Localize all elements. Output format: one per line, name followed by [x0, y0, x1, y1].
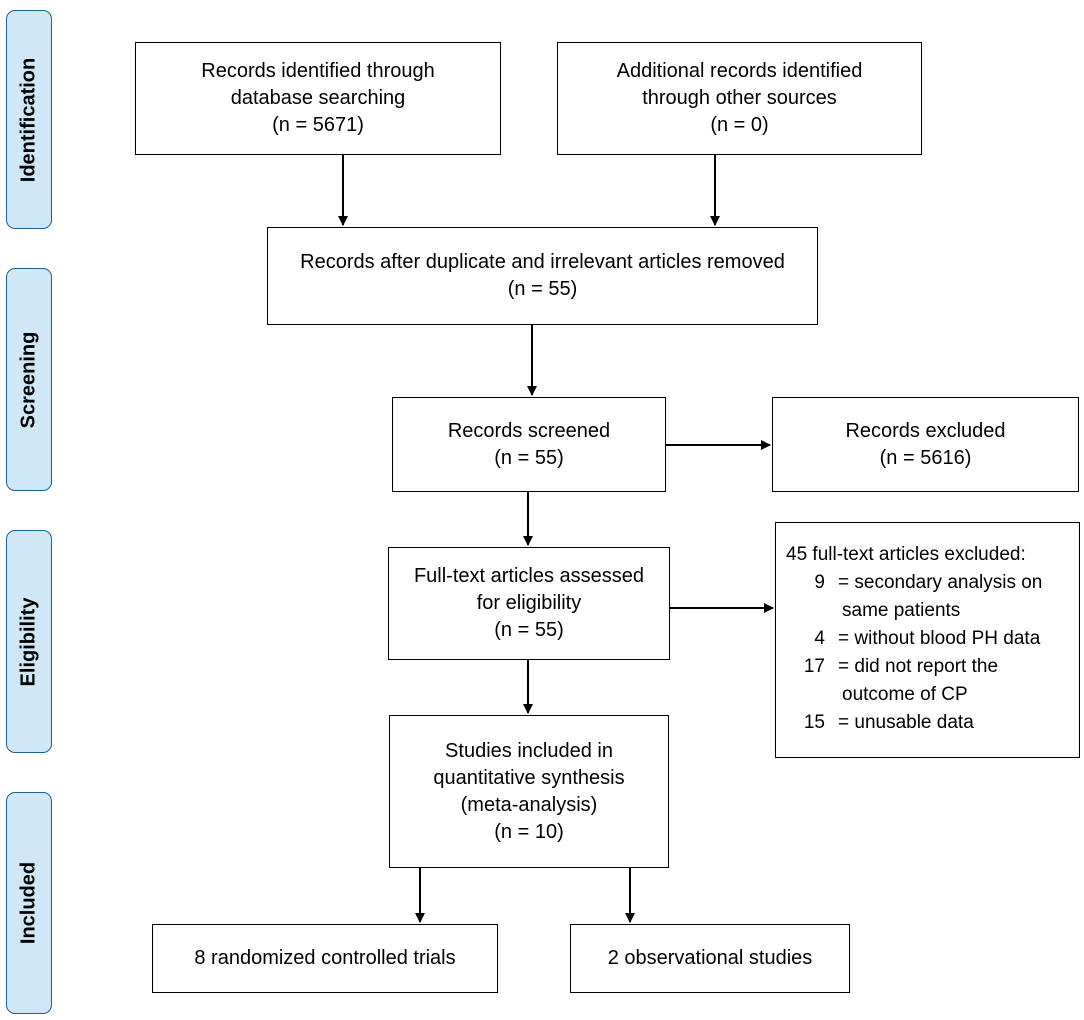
box-line: quantitative synthesis — [433, 766, 625, 789]
reason-count: 4 — [814, 628, 825, 649]
phase-eligibility: Eligibility — [6, 530, 52, 753]
reason-count: 17 — [803, 656, 825, 677]
reason-text: = without blood PH data — [838, 628, 1041, 649]
exclusion-reason: 17 = did not report the outcome of CP — [776, 653, 1081, 709]
box-line: Records screened — [447, 419, 611, 442]
box-line: Records identified through — [201, 60, 435, 82]
box-line: Additional records identified — [616, 60, 863, 82]
reason-text: = unusable data — [838, 712, 974, 733]
observational-box: 2 observational studies — [570, 924, 850, 993]
box-count: (n = 5671) — [272, 114, 364, 136]
reason-count: 9 — [814, 572, 825, 593]
phase-label: Included — [17, 861, 40, 945]
reason-count: 15 — [803, 712, 825, 733]
exclusion-reason: 15 = unusable data — [776, 709, 1081, 737]
rct-box: 8 randomized controlled trials — [152, 924, 498, 993]
reason-text: = did not report the — [838, 656, 999, 677]
exclusion-reason: 9 = secondary analysis on same patients — [776, 569, 1081, 625]
reason-continuation: outcome of CP — [842, 684, 968, 705]
database-records-box: Records identified through database sear… — [135, 42, 501, 155]
reason-continuation: same patients — [842, 600, 961, 621]
reason-text: = secondary analysis on — [838, 572, 1043, 593]
box-line: for eligibility — [476, 592, 582, 614]
fulltext-assessed-box: Full-text articles assessed for eligibil… — [388, 547, 670, 660]
box-count: (n = 0) — [710, 114, 769, 136]
records-excluded-box: Records excluded (n = 5616) — [772, 397, 1079, 492]
phase-identification: Identification — [6, 10, 52, 229]
after-duplicates-box: Records after duplicate and irrelevant a… — [267, 227, 818, 325]
phase-label: Identification — [17, 57, 40, 182]
records-screened-box: Records screened (n = 55) — [392, 397, 666, 492]
box-count: (n = 55) — [494, 446, 564, 469]
phase-screening: Screening — [6, 268, 52, 491]
box-line: (meta-analysis) — [460, 793, 598, 816]
exclusions-title: 45 full-text articles excluded: — [786, 544, 1026, 565]
phase-label: Eligibility — [17, 597, 40, 686]
box-count: (n = 10) — [494, 820, 564, 843]
box-line: 2 observational studies — [607, 947, 813, 969]
studies-included-box: Studies included in quantitative synthes… — [389, 715, 669, 868]
phase-label: Screening — [17, 331, 40, 428]
box-line: 8 randomized controlled trials — [194, 947, 456, 969]
box-line: through other sources — [642, 87, 837, 109]
box-count: (n = 55) — [494, 619, 564, 641]
box-line: Records after duplicate and irrelevant a… — [300, 251, 785, 273]
box-line: Studies included in — [445, 739, 613, 762]
box-line: database searching — [230, 87, 406, 109]
box-count: (n = 5616) — [879, 446, 972, 469]
phase-included: Included — [6, 792, 52, 1014]
exclusion-reason: 4 = without blood PH data — [776, 625, 1081, 653]
other-sources-box: Additional records identified through ot… — [557, 42, 922, 155]
box-line: Full-text articles assessed — [413, 565, 645, 587]
box-line: Records excluded — [845, 419, 1006, 442]
box-count: (n = 55) — [507, 278, 578, 300]
fulltext-exclusions-box: 45 full-text articles excluded: 9 = seco… — [775, 522, 1080, 758]
